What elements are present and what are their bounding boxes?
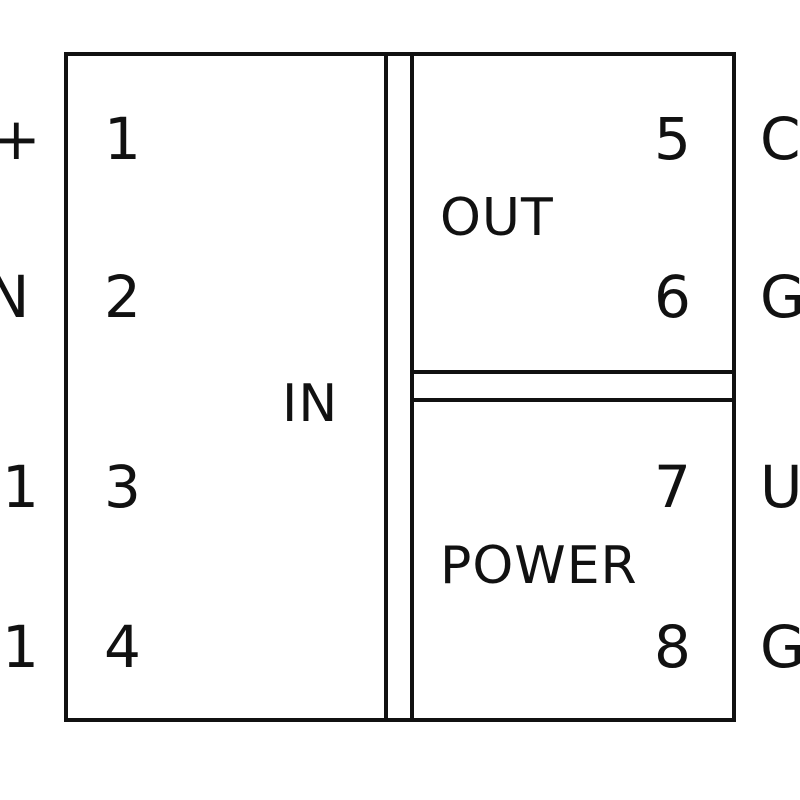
terminal-3: 3 (104, 453, 141, 521)
input-label: IN (282, 374, 339, 434)
left-signal-2: N (0, 263, 30, 331)
right-signal-8: G (760, 613, 800, 681)
terminal-8: 8 (654, 613, 691, 681)
terminal-1: 1 (104, 105, 141, 173)
right-signal-5: C (760, 105, 800, 173)
output-label: OUT (440, 188, 554, 248)
left-signal-3: 1 (2, 453, 39, 521)
terminal-2: 2 (104, 263, 141, 331)
right-signal-6: G (760, 263, 800, 331)
left-signal-1: + (0, 105, 41, 173)
power-label: POWER (440, 536, 638, 596)
terminal-6: 6 (654, 263, 691, 331)
terminal-5: 5 (654, 105, 691, 173)
terminal-4: 4 (104, 613, 141, 681)
input-block (64, 52, 388, 722)
right-signal-7: U (760, 453, 800, 521)
left-signal-4: 1 (2, 613, 39, 681)
power-block (410, 398, 736, 722)
terminal-7: 7 (654, 453, 691, 521)
